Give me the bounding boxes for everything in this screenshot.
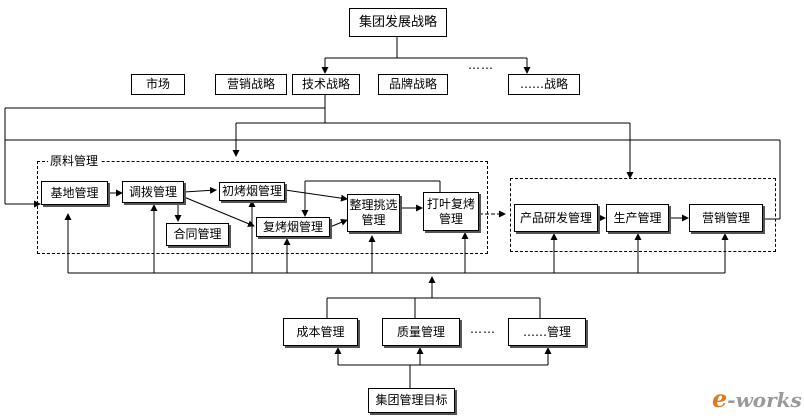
quality-management-box: 质量管理	[382, 318, 460, 346]
production-zone	[510, 178, 776, 252]
cost-management-box: 成本管理	[283, 318, 358, 346]
raw-material-zone-title: 原料管理	[48, 154, 101, 168]
product-rnd-box: 产品研发管理	[514, 204, 598, 232]
eworks-logo: e-works	[712, 384, 802, 413]
threshing-recure-box: 打叶复烤管理	[423, 192, 479, 231]
group-strategy-box: 集团发展战略	[349, 8, 447, 37]
allocation-management-box: 调拨管理	[122, 181, 184, 203]
sales-management-box: 营销管理	[689, 204, 763, 232]
contract-management-box: 合同管理	[166, 223, 229, 246]
sorting-management-box: 整理挑选管理	[347, 194, 400, 232]
production-management-box: 生产管理	[606, 204, 669, 232]
first-cure-tobacco-box: 初烤烟管理	[219, 182, 285, 201]
technology-strategy-box: 技术战略	[292, 74, 360, 95]
logo-works-text: -works	[727, 388, 802, 412]
market-box: 市场	[131, 74, 185, 95]
support-ellipsis: ……	[470, 322, 496, 336]
other-management-box: ……管理	[508, 318, 586, 346]
marketing-strategy-box: 营销战略	[215, 74, 287, 95]
base-management-box: 基地管理	[41, 181, 108, 205]
brand-strategy-box: 品牌战略	[378, 74, 448, 95]
raw-material-zone	[37, 161, 488, 254]
logo-e-letter: e	[712, 384, 728, 413]
other-strategy-box: ……战略	[508, 74, 580, 95]
re-cure-tobacco-box: 复烤烟管理	[256, 217, 330, 237]
group-goals-box: 集团管理目标	[368, 388, 455, 413]
strategy-ellipsis: ……	[468, 58, 494, 72]
